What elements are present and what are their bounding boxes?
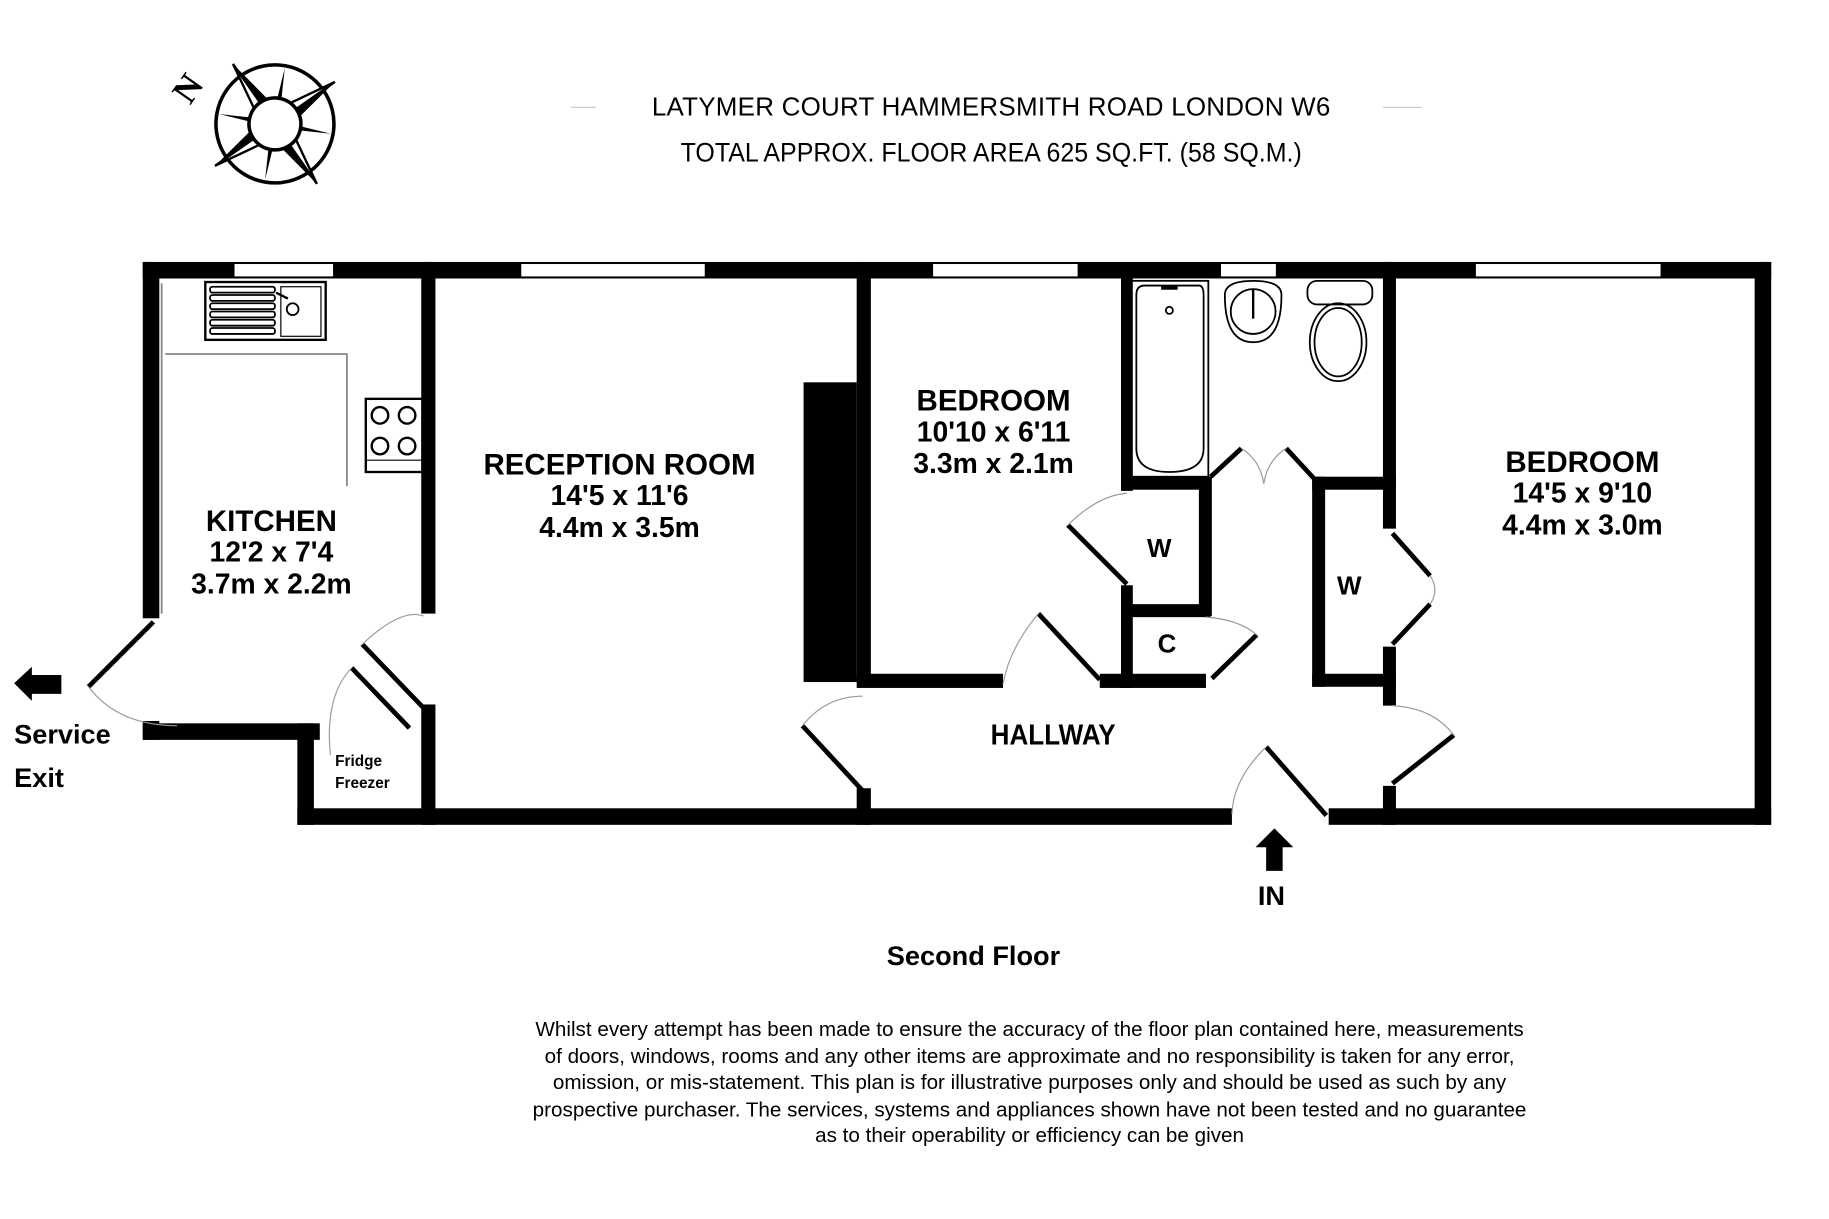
- room-reception: RECEPTION ROOM 14'5 x 11'6 4.4m x 3.5m: [460, 448, 779, 544]
- room-name: BEDROOM: [916, 384, 1071, 418]
- room-kitchen: KITCHEN 12'2 x 7'4 3.7m x 2.2m: [165, 505, 377, 601]
- room-imperial: 14'5 x 11'6: [550, 480, 689, 513]
- doors: [86, 446, 1456, 817]
- hob-icon: [364, 397, 424, 474]
- floor-area: TOTAL APPROX. FLOOR AREA 625 SQ.FT. (58 …: [680, 136, 1302, 168]
- room-metric: 4.4m x 3.5m: [539, 511, 700, 544]
- fridge-freezer-label: Fridge Freezer: [335, 751, 390, 792]
- windows: [232, 262, 1663, 279]
- room-imperial: 12'2 x 7'4: [209, 536, 334, 569]
- room-bedroom-2: BEDROOM 14'5 x 9'10 4.4m x 3.0m: [1482, 446, 1683, 542]
- kitchen-sink-icon: [204, 280, 327, 342]
- service-exit-label: Service Exit: [14, 718, 111, 793]
- property-address: LATYMER COURT HAMMERSMITH ROAD LONDON W6: [651, 92, 1331, 122]
- room-name: KITCHEN: [205, 505, 337, 539]
- room-metric: 3.3m x 2.1m: [913, 448, 1074, 481]
- bathtub-icon: [1129, 279, 1210, 478]
- room-name: RECEPTION ROOM: [483, 448, 756, 482]
- room-metric: 4.4m x 3.0m: [1502, 509, 1663, 542]
- kitchen-counter: [160, 283, 348, 614]
- washbasin-icon: [1223, 279, 1283, 344]
- compass-rose-icon: [214, 63, 336, 185]
- floor-label: Second Floor: [886, 940, 1061, 972]
- toilet-icon: [1306, 279, 1374, 383]
- room-imperial: 14'5 x 9'10: [1512, 477, 1653, 510]
- entrance-label: IN: [1257, 880, 1286, 911]
- door-swing-arcs: [88, 447, 1455, 815]
- cupboard-label: C: [1157, 628, 1177, 659]
- entrance-arrow-icon: [1255, 828, 1294, 871]
- service-exit-arrow-icon: [14, 666, 62, 701]
- room-imperial: 10'10 x 6'11: [916, 416, 1071, 449]
- room-hallway: HALLWAY: [990, 719, 1116, 752]
- room-metric: 3.7m x 2.2m: [191, 568, 352, 601]
- wardrobe-2-label: W: [1336, 571, 1362, 601]
- room-name: BEDROOM: [1505, 446, 1660, 480]
- disclaimer: Whilst every attempt has been made to en…: [532, 1017, 1527, 1147]
- north-label: N: [164, 66, 212, 110]
- walls: [142, 261, 1772, 825]
- wardrobe-1-label: W: [1146, 533, 1172, 563]
- room-bedroom-1: BEDROOM 10'10 x 6'11 3.3m x 2.1m: [887, 385, 1099, 481]
